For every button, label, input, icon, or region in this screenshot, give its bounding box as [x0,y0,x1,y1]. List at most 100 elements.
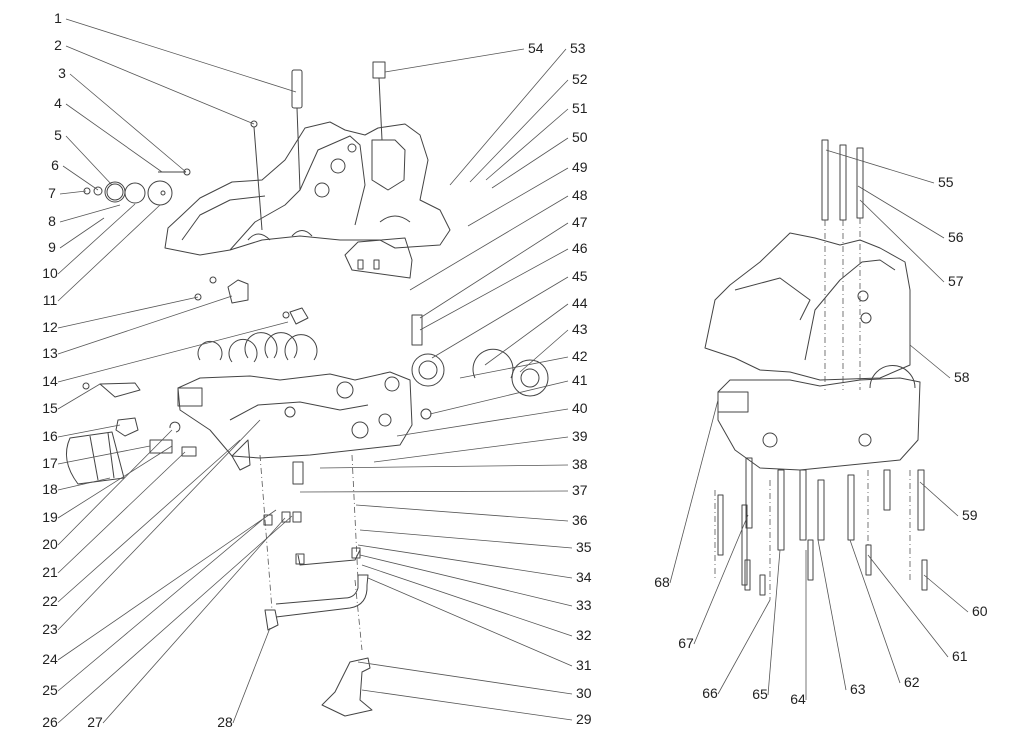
callout-5: 5 [54,127,62,143]
leader-line-41 [429,380,569,415]
callout-6: 6 [51,157,59,173]
leader-line-21 [57,451,186,574]
callout-3: 3 [58,65,66,81]
seal-rings-left [83,168,191,206]
callout-31: 31 [576,657,592,673]
leader-line-44 [484,303,569,366]
leader-line-18 [57,477,111,491]
leader-line-17 [57,445,151,465]
callout-19: 19 [42,509,58,525]
callout-2: 2 [54,37,62,53]
leader-line-58 [909,344,951,379]
leader-line-3 [69,73,187,173]
leader-line-13 [57,295,233,355]
leader-line-11 [57,204,161,302]
callout-16: 16 [42,428,58,444]
callout-13: 13 [42,345,58,361]
leader-line-19 [57,445,173,519]
leader-line-57 [859,199,945,283]
callout-37: 37 [572,482,588,498]
leader-line-7 [59,190,87,195]
upper-studs [250,61,386,231]
callout-10: 10 [42,265,58,281]
callout-41: 41 [572,372,588,388]
leader-line-6 [62,165,99,191]
callout-28: 28 [217,714,233,730]
callout-21: 21 [42,564,58,580]
leader-line-54 [384,48,525,73]
callout-47: 47 [572,214,588,230]
upper-crankcase-half [164,121,451,256]
leader-line-29 [361,689,573,721]
leader-line-56 [857,185,945,239]
leader-line-12 [57,296,199,329]
breather-block [344,237,413,279]
leader-line-24 [57,509,277,661]
callout-25: 25 [42,682,58,698]
leader-line-45 [431,276,569,359]
callout-67: 67 [678,635,694,651]
callout-labels: 1234567891011121314151617181920212223242… [42,10,988,730]
callout-18: 18 [42,481,58,497]
callout-11: 11 [43,292,58,308]
callout-30: 30 [576,685,592,701]
callout-45: 45 [572,268,588,284]
bearing-shells [197,332,318,363]
bottom-bolts-right [714,457,928,600]
leader-line-27 [102,517,286,724]
leader-line-1 [65,18,297,93]
leader-line-33 [359,554,573,607]
leader-line-36 [355,504,569,522]
leader-line-61 [867,554,949,658]
leader-line-30 [357,661,573,695]
callout-40: 40 [572,400,588,416]
callout-59: 59 [962,507,978,523]
leader-line-5 [65,135,113,186]
callout-50: 50 [572,129,588,145]
callout-17: 17 [42,455,58,471]
leader-line-48 [409,195,569,291]
callout-15: 15 [42,400,58,416]
leader-line-23 [57,419,261,631]
callout-68: 68 [654,574,670,590]
callout-20: 20 [42,536,58,552]
callout-60: 60 [972,603,988,619]
callout-55: 55 [938,174,954,190]
leader-line-47 [419,222,569,319]
callout-34: 34 [576,569,592,585]
leader-line-67 [693,514,749,645]
leader-line-59 [919,481,959,517]
leader-line-37 [299,490,569,493]
callout-36: 36 [572,512,588,528]
leader-line-50 [491,137,569,189]
callout-66: 66 [702,685,718,701]
leader-line-8 [59,204,121,223]
callout-14: 14 [42,373,58,389]
callout-24: 24 [42,651,58,667]
callout-61: 61 [952,648,968,664]
callout-32: 32 [576,627,592,643]
leader-line-60 [923,574,969,613]
leader-line-62 [849,539,901,684]
callout-8: 8 [48,213,56,229]
callout-42: 42 [572,348,588,364]
leader-line-68 [669,399,719,584]
callout-35: 35 [576,539,592,555]
leader-line-9 [59,217,105,249]
callout-44: 44 [572,295,588,311]
leader-line-43 [519,329,569,373]
callout-56: 56 [948,229,964,245]
callout-1: 1 [54,10,62,26]
callout-57: 57 [948,273,964,289]
leader-line-15 [57,383,101,410]
leader-line-20 [57,429,173,546]
lower-crankcase-half [177,371,413,471]
leader-line-40 [396,408,569,437]
leader-line-55 [825,149,935,184]
leader-line-42 [459,356,569,379]
callout-22: 22 [42,593,58,609]
callout-51: 51 [572,100,588,116]
leader-line-49 [467,167,569,227]
callout-58: 58 [954,369,970,385]
leader-line-46 [419,248,569,331]
